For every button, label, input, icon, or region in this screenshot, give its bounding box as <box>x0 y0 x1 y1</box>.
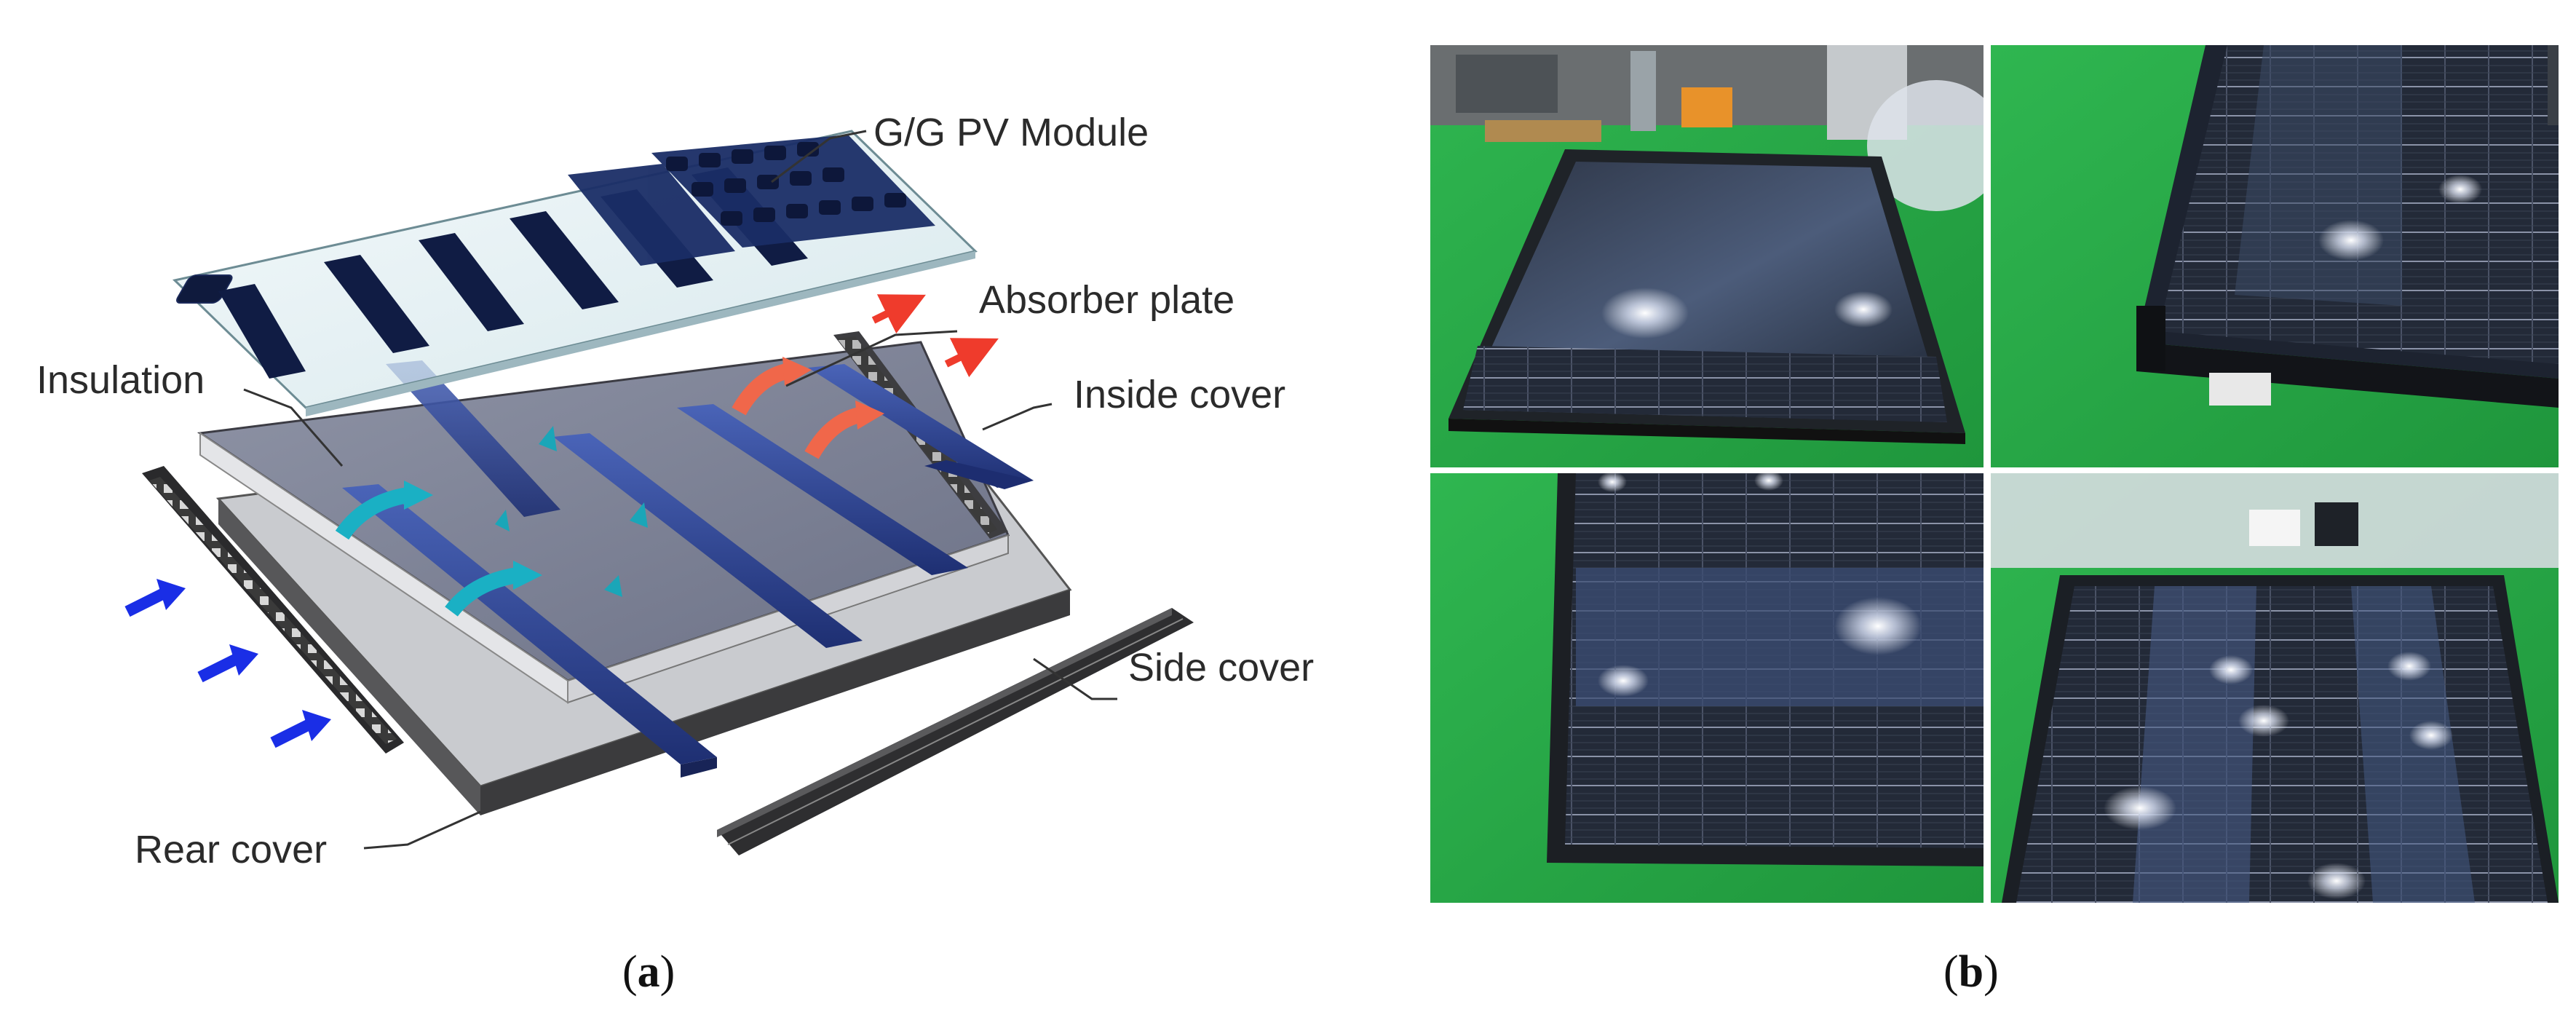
label-absorber-plate: Absorber plate <box>979 278 1235 322</box>
cool-air-flow-arrows <box>335 426 648 617</box>
panel-b-photo-grid <box>1430 45 2559 903</box>
label-inside-cover: Inside cover <box>1074 373 1285 416</box>
duct-channels <box>342 360 1034 778</box>
label-rear-cover: Rear cover <box>135 828 327 871</box>
corner-detail-photo <box>1991 45 2559 467</box>
label-pv-module: G/G PV Module <box>873 111 1149 154</box>
label-leader-lines <box>243 130 1117 850</box>
factory-overview-photo <box>1430 45 1983 467</box>
top-view-photo <box>1991 473 2559 903</box>
panel-a-diagram: G/G PV Module Absorber plate Insulation … <box>36 111 1314 871</box>
caption-b: (b) <box>1943 947 1999 997</box>
label-insulation: Insulation <box>36 358 205 402</box>
side-cover-shape <box>717 608 1194 855</box>
inlet-air-arrows <box>124 579 331 748</box>
left-vent-cover-shape <box>142 466 404 754</box>
label-side-cover: Side cover <box>1128 646 1314 689</box>
caption-a: (a) <box>622 947 675 997</box>
heated-air-flow-arrows <box>732 294 999 459</box>
glass-pv-module-shape <box>172 130 978 416</box>
frame-edge-photo <box>1430 473 1983 903</box>
